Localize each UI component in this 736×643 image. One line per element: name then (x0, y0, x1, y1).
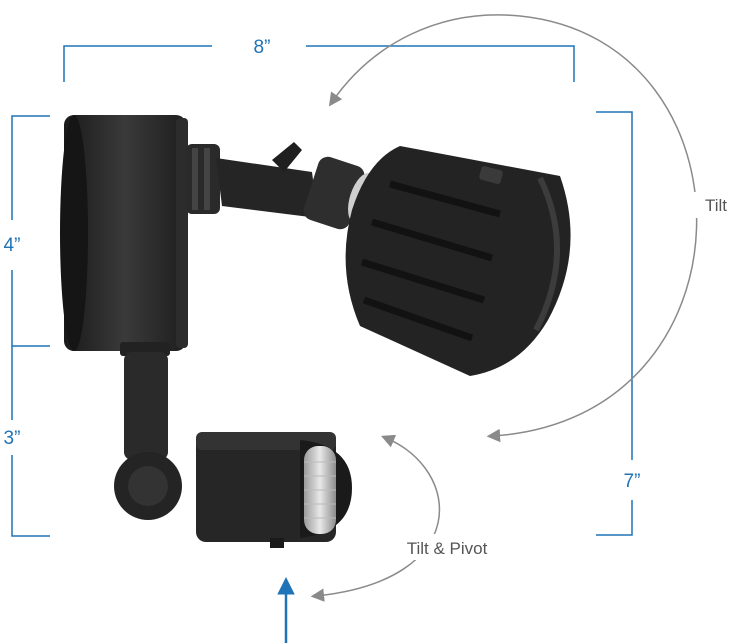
width-dimension-label: 8” (254, 37, 271, 58)
motion-sensor (196, 432, 352, 548)
top-height-dimension-bracket (11, 115, 50, 347)
tilt-label: Tilt (705, 196, 727, 215)
total-height-dimension-label: 7” (624, 471, 641, 492)
tilt-pivot-arc-arrow (310, 434, 441, 602)
lamp-head (345, 146, 571, 376)
top-height-dimension-label: 4” (4, 235, 21, 256)
floodlight-fixture (60, 115, 571, 548)
width-dimension-bracket (63, 45, 575, 82)
bottom-height-dimension-bracket (11, 346, 50, 537)
bottom-height-dimension-label: 3” (4, 428, 21, 449)
tilt-pivot-label: Tilt & Pivot (407, 539, 488, 558)
tilt-arc-arrow (328, 14, 698, 443)
total-height-dimension-bracket (596, 111, 633, 536)
tilt-pivot-label-backdrop (388, 534, 508, 560)
tilt-label-backdrop (690, 192, 736, 218)
wall-mount-base (60, 115, 188, 351)
sensor-arm (114, 342, 182, 520)
